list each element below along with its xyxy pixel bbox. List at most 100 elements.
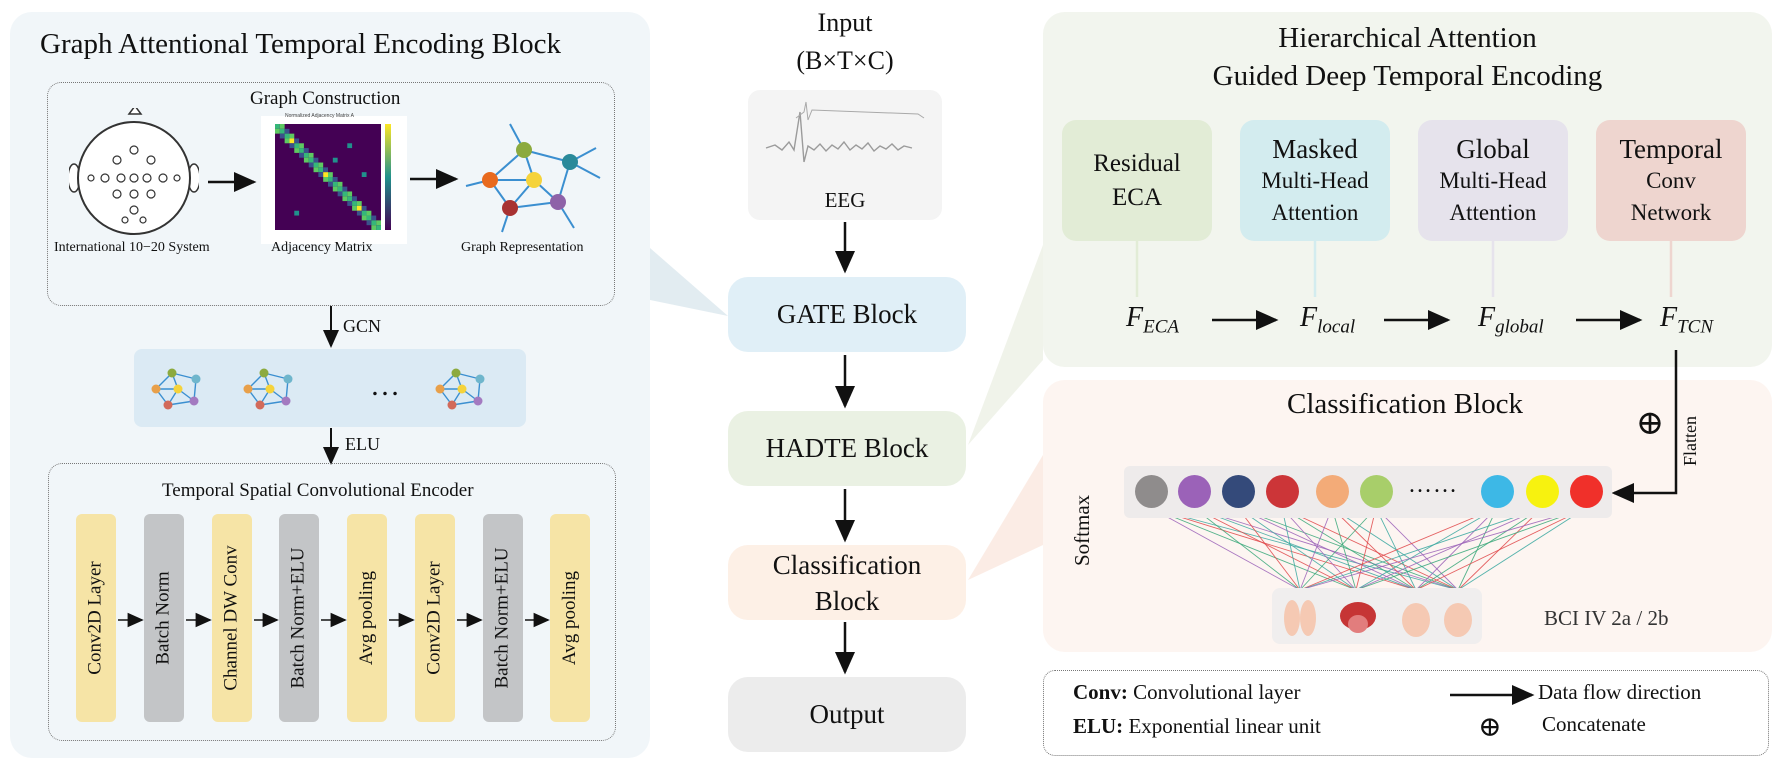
gate-block-button[interactable]: GATE Block [728,277,966,352]
output-node [1570,475,1603,508]
matrix-cell [294,210,300,216]
matrix-cell [313,157,319,163]
mini-graph-node [191,374,201,384]
attention-module-line: Temporal [1619,133,1723,164]
matrix-cell [279,128,285,134]
feature-base: F [1478,302,1496,333]
classification-links [1150,507,1587,591]
output-node [1481,475,1514,508]
matrix-cell [294,143,300,149]
graph-construction-title: Graph Construction [250,88,401,109]
dense-link [1299,507,1587,591]
matrix-cell [352,201,357,206]
mini-graph-node [163,400,173,410]
attention-module-line: ECA [1112,183,1162,211]
matrix-cell [284,133,290,139]
matrix-cell [323,167,328,173]
matrix-cell [342,196,348,202]
matrix-cell [342,191,348,197]
elu-label: ELU [345,434,380,454]
matrix-cell [361,215,367,221]
dense-link [1331,507,1459,591]
hadte-block-button[interactable]: HADTE Block [728,411,966,486]
encoder-layer-7[interactable]: Batch Norm+ELU [483,514,523,722]
matrix-cell [347,143,353,149]
dense-link [1457,507,1498,591]
matrix-cell [352,205,357,211]
encoder-layer-2[interactable]: Batch Norm [144,514,184,722]
eeg-10-20-head [69,108,199,240]
matrix-cell [299,148,304,153]
dense-link [1281,507,1459,591]
dense-link [1281,507,1301,591]
encoder-layer-label: Conv2D Layer [424,561,446,675]
matrix-cell [303,157,309,163]
graph-sequence-strip: … [134,349,526,427]
dense-link [1331,507,1357,591]
caption-10-20: International 10−20 System [54,240,210,255]
matrix-cell [303,152,309,158]
legend-concat-icon: ⊕ [1478,712,1502,743]
matrix-cell [352,196,357,202]
attention-module-line: Attention [1449,199,1537,225]
matrix-cell [299,143,304,149]
encoder-layer-1[interactable]: Conv2D Layer [76,514,116,722]
input-shape: (B×T×C) [796,46,894,75]
mini-graph-node [259,368,269,378]
matrix-cell [356,210,362,216]
matrix-cell [294,148,300,153]
matrix-cell [371,220,377,226]
sequence-ellipsis: … [370,369,400,402]
output-node [1266,475,1299,508]
mini-graph-node [281,396,291,406]
encoder-layer-8[interactable]: Avg pooling [550,514,590,722]
mini-graph-node [243,384,253,394]
matrix-cell [328,181,333,187]
matrix-cell [337,186,343,192]
output-node [1178,475,1211,508]
dense-link [1415,507,1587,591]
matrix-cell [289,143,295,149]
encoder-layer-label: Conv2D Layer [85,561,107,675]
output-node [1360,475,1393,508]
dense-link [1237,507,1357,591]
matrix-cell [323,172,328,177]
feature-base: F [1300,302,1318,333]
encoder-layer-5[interactable]: Avg pooling [347,514,387,722]
mini-graph-node [457,384,467,394]
encoder-layer-4[interactable]: Batch Norm+ELU [279,514,319,722]
matrix-cell [303,148,309,153]
matrix-cell [332,186,338,192]
mini-graph-node [475,374,485,384]
dense-link [1415,507,1498,591]
matrix-cell [371,225,377,230]
matrix-cell [308,152,314,158]
dense-link [1355,507,1587,591]
matrix-cell [337,191,343,197]
mini-graph-node [255,400,265,410]
encoder-title: Temporal Spatial Convolutional Encoder [162,480,474,501]
legend-box [1043,670,1769,756]
encoder-layer-6[interactable]: Conv2D Layer [415,514,455,722]
matrix-cell [275,124,280,129]
graph-construction-box [47,82,615,306]
dense-link [1237,507,1301,591]
matrix-cell [347,201,353,206]
output-block[interactable]: Output [728,677,966,752]
encoder-layer-label: Avg pooling [356,570,377,666]
dense-link [1331,507,1417,591]
encoder-layer-3[interactable]: Channel DW Conv [212,514,252,722]
mini-graph-node [173,384,183,394]
feature-base: F [1660,302,1678,333]
attention-module-line: Network [1630,199,1712,225]
classification-block-button[interactable]: Classification Block [728,545,966,620]
gate-title: Graph Attentional Temporal Encoding Bloc… [40,28,561,60]
dense-link [1299,507,1333,591]
matrix-cell [318,167,324,173]
matrix-cell [332,157,338,163]
mini-graph-node [167,368,177,378]
